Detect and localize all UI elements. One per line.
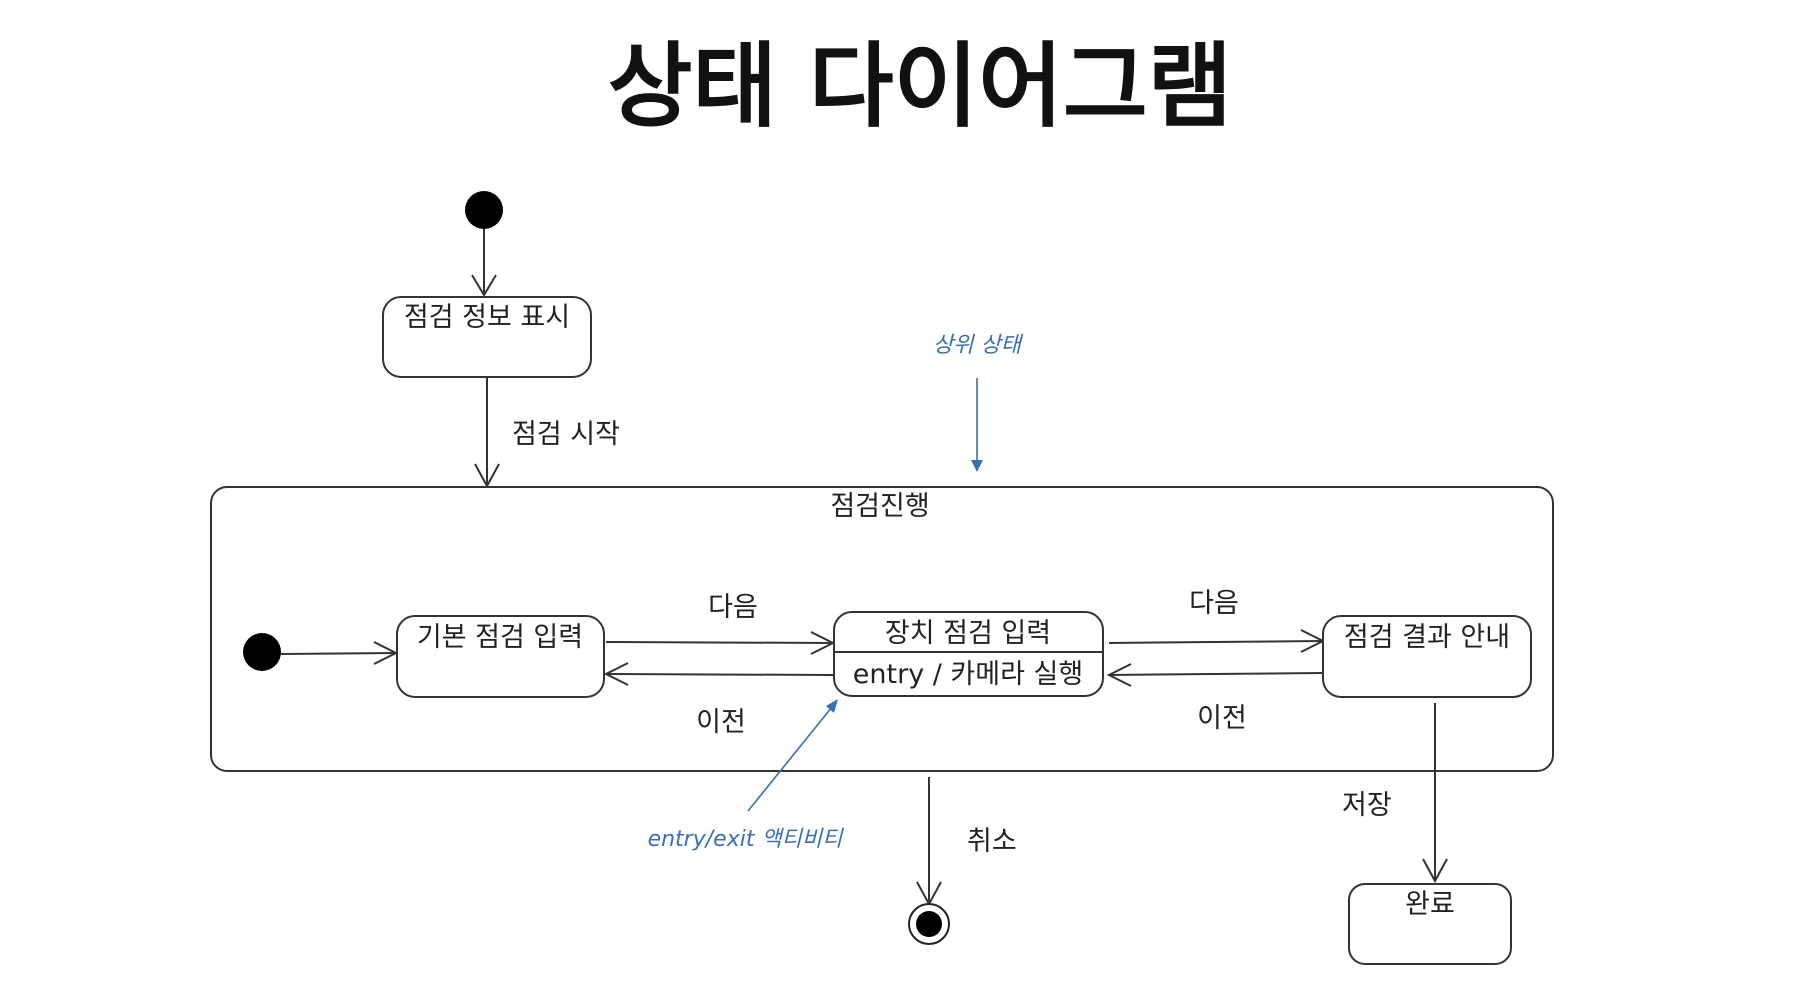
next-transition-1-label: 다음 <box>708 592 758 623</box>
inner-initial-state-node <box>243 633 281 671</box>
initial-state-node <box>465 191 503 229</box>
inner-initial-transition-line <box>280 652 397 655</box>
save-transition-label: 저장 <box>1342 790 1392 821</box>
state-basic-input <box>396 615 605 698</box>
entry-exit-annotation-line <box>747 706 833 812</box>
diagram-title: 상태 다이어그램 <box>608 33 1233 140</box>
state-device-entry-activity: entry / 카메라 실행 <box>853 659 1083 690</box>
state-result-guide <box>1322 615 1532 698</box>
prev-transition-2-label: 이전 <box>1197 703 1247 734</box>
cancel-transition-label: 취소 <box>967 826 1017 857</box>
state-complete-label: 완료 <box>1405 889 1455 920</box>
state-device-input-label: 장치 점검 입력 <box>885 618 1051 649</box>
prev-transition-2-line <box>1108 672 1324 676</box>
entry-exit-annotation: entry/exit 액티비티 <box>648 827 845 852</box>
state-result-guide-label: 점검 결과 안내 <box>1344 622 1510 653</box>
entry-exit-annotation-arrowhead <box>826 699 838 713</box>
composite-state-label: 점검진행 <box>830 491 929 522</box>
next-transition-1-line <box>605 641 834 644</box>
prev-transition-2-arrowhead <box>1106 663 1132 687</box>
initial-transition-arrowhead <box>471 274 497 297</box>
prev-transition-1-line <box>605 673 834 676</box>
final-state-node <box>916 911 942 937</box>
save-transition-arrowhead <box>1422 858 1448 884</box>
start-transition-label: 점검 시작 <box>512 419 620 450</box>
state-complete <box>1348 883 1512 965</box>
state-basic-input-label: 기본 점검 입력 <box>417 622 583 653</box>
state-device-input <box>833 611 1104 697</box>
state-inspection-info-label: 점검 정보 표시 <box>404 302 570 333</box>
next-transition-2-line <box>1108 640 1324 644</box>
next-transition-2-label: 다음 <box>1189 588 1239 619</box>
prev-transition-1-label: 이전 <box>696 707 746 738</box>
prev-transition-1-arrowhead <box>603 662 629 686</box>
superstate-annotation-arrowhead <box>971 460 983 472</box>
superstate-annotation: 상위 상태 <box>933 333 1024 358</box>
